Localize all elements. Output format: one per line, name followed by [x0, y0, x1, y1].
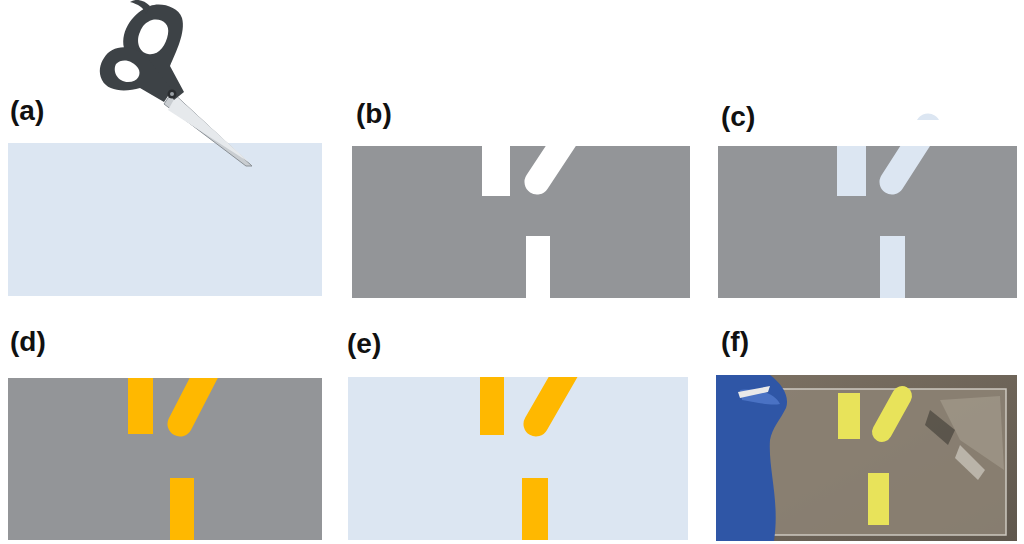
mask-on-film: [718, 120, 1017, 298]
film-sheet: [8, 143, 322, 296]
panel-label: (d): [10, 326, 46, 358]
panel-label: (c): [721, 101, 755, 133]
mask-sheet: [352, 120, 690, 298]
panel-label: (f): [721, 326, 749, 358]
device-photo: [716, 375, 1017, 541]
patterned-film: [348, 358, 688, 540]
panel-label: (e): [347, 328, 381, 360]
panel-label: (a): [10, 95, 44, 127]
scissors-icon: [100, 0, 252, 166]
coated-mask: [8, 360, 322, 540]
panel-label: (b): [356, 98, 392, 130]
